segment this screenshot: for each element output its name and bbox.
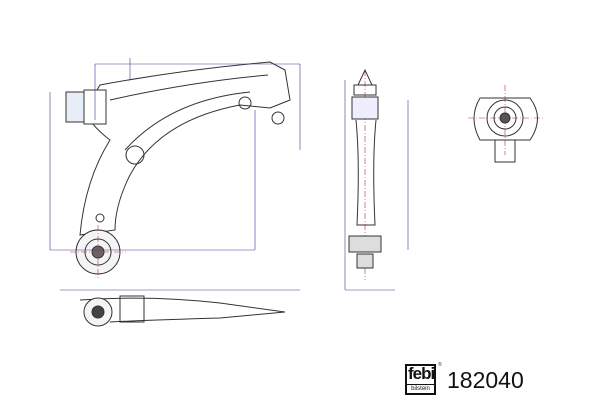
side-view-ball-joint <box>348 68 382 269</box>
logo-main-text: febi <box>408 364 435 383</box>
dimension-lines <box>49 58 409 291</box>
febi-bilstein-logo: febi bilstein <box>405 364 436 395</box>
centerlines <box>70 70 545 280</box>
end-view-bushing <box>473 97 538 163</box>
registered-mark: ® <box>438 362 442 368</box>
front-view-control-arm <box>65 61 291 275</box>
part-number: 182040 <box>447 367 524 393</box>
logo-sub-text: bilstein <box>407 384 434 393</box>
bottom-view-control-arm <box>79 295 286 327</box>
